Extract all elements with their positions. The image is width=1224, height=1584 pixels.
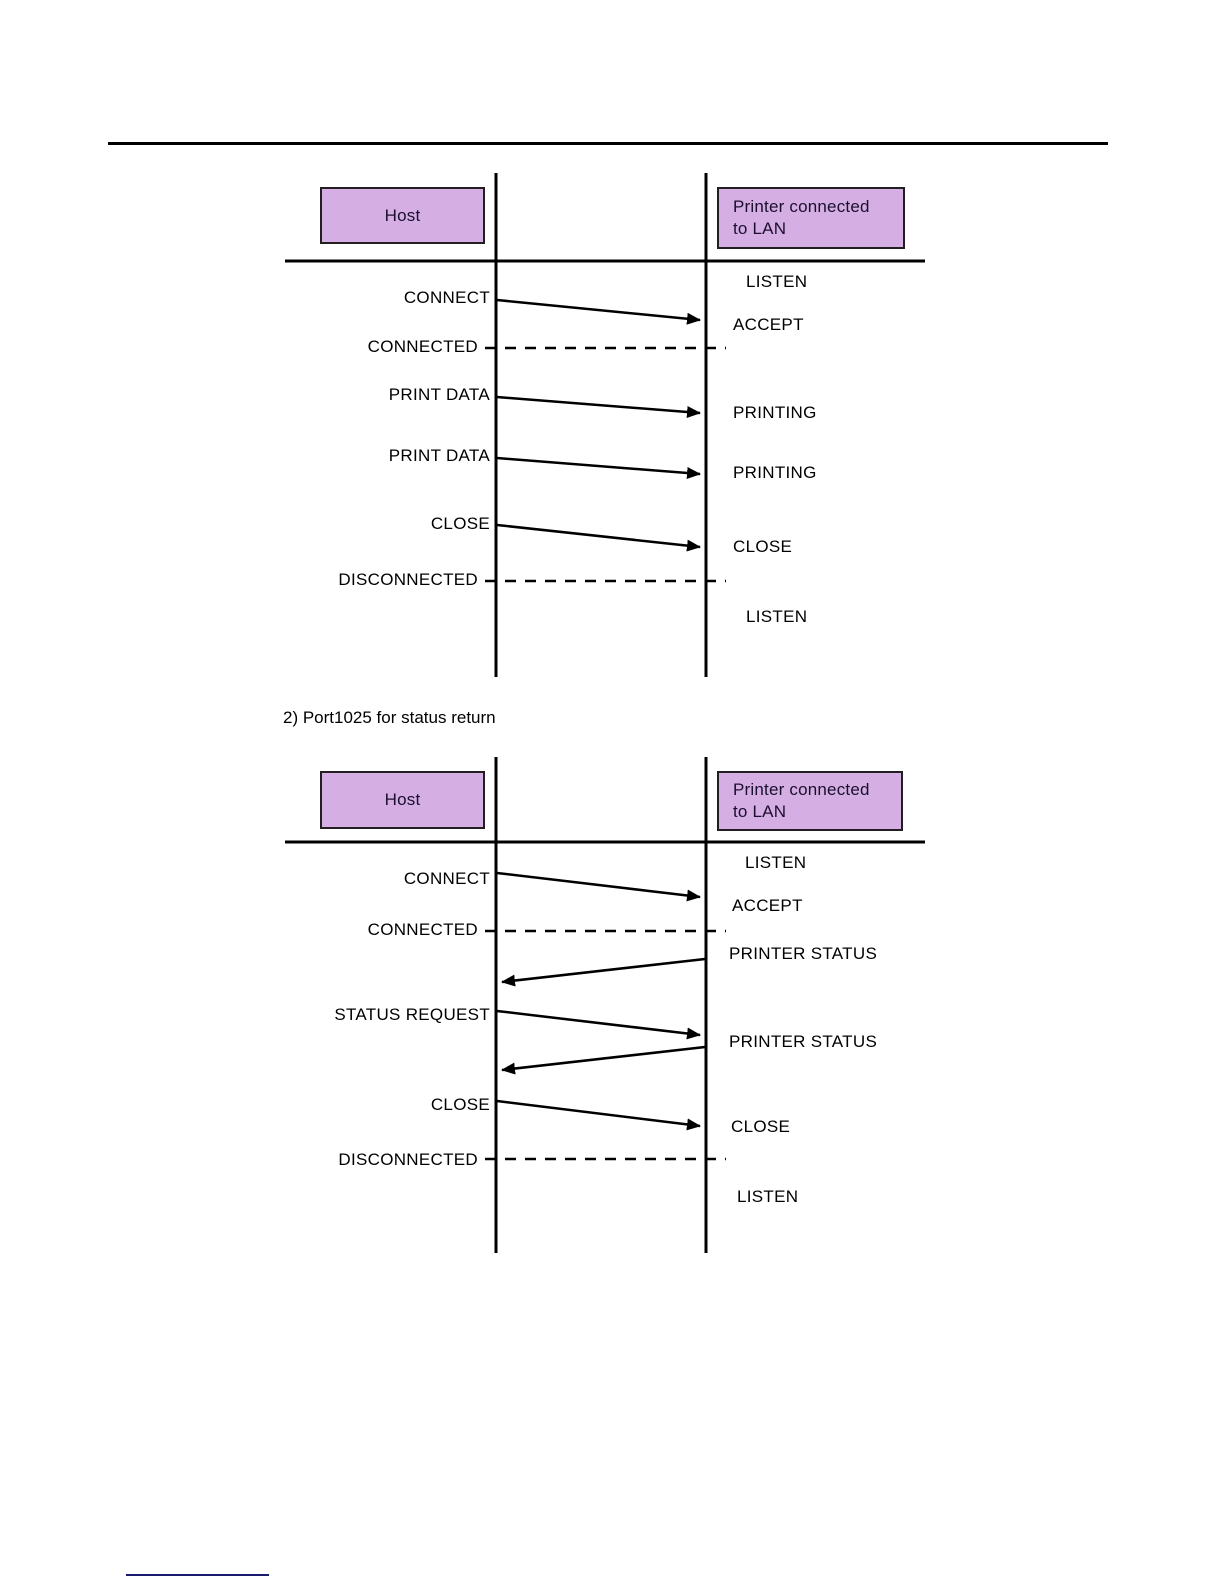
- message-label-print-data-1: PRINT DATA: [388, 385, 490, 404]
- actor-box-printer: Printer connected to LAN: [717, 771, 903, 831]
- actor-label-host: Host: [384, 790, 421, 809]
- actor-box-host: Host: [320, 187, 485, 244]
- actor-box-host: Host: [320, 771, 485, 829]
- sequence-diagram-2: Host Printer connected to LAN LISTEN ACC…: [0, 745, 1224, 1265]
- actor-label-printer: Printer connected to LAN: [733, 780, 870, 821]
- state-label-printing-1: PRINTING: [733, 403, 817, 422]
- message-arrow-connect: [496, 871, 701, 902]
- state-label-close-right: CLOSE: [733, 537, 793, 556]
- state-label-listen-2: LISTEN: [737, 1187, 799, 1206]
- message-label-connect: CONNECT: [403, 288, 490, 307]
- message-arrow-close: [496, 1099, 701, 1131]
- state-label-listen-1: LISTEN: [745, 853, 807, 872]
- header-rule: [108, 142, 1108, 145]
- state-label-connected: CONNECTED: [367, 337, 478, 356]
- actor-label-host: Host: [384, 205, 421, 225]
- state-label-close-right: CLOSE: [731, 1117, 791, 1136]
- state-label-printing-2: PRINTING: [733, 463, 817, 482]
- state-label-disconnected: DISCONNECTED: [338, 570, 478, 589]
- footnote-separator-rule: [126, 1574, 269, 1576]
- diagram-1-lines: [285, 173, 925, 677]
- state-label-accept: ACCEPT: [732, 896, 803, 915]
- state-label-accept: ACCEPT: [733, 315, 804, 334]
- state-label-printer-status-1: PRINTER STATUS: [729, 944, 878, 963]
- message-arrow-close: [496, 523, 701, 552]
- message-arrow-print-data-1: [496, 395, 701, 418]
- state-label-listen-1: LISTEN: [746, 272, 808, 291]
- state-label-listen-2: LISTEN: [746, 607, 808, 626]
- message-label-close-left: CLOSE: [430, 1095, 490, 1114]
- message-arrow-print-data-2: [496, 456, 701, 479]
- message-arrow-connect: [496, 298, 701, 325]
- diagram-2-lines: [285, 757, 925, 1253]
- sequence-diagram-1: Host Printer connected to LAN LISTEN ACC…: [0, 160, 1224, 690]
- message-label-connect: CONNECT: [403, 869, 490, 888]
- message-label-status-request: STATUS REQUEST: [334, 1005, 490, 1024]
- message-arrow-printer-status-1: [501, 957, 706, 987]
- actor-box-printer: Printer connected to LAN: [717, 187, 905, 249]
- section-caption: 2) Port1025 for status return: [283, 708, 496, 727]
- state-label-printer-status-2: PRINTER STATUS: [729, 1032, 878, 1051]
- message-arrow-status-request: [496, 1009, 701, 1040]
- state-label-disconnected: DISCONNECTED: [338, 1150, 478, 1169]
- message-label-close-left: CLOSE: [430, 514, 490, 533]
- message-label-print-data-2: PRINT DATA: [388, 446, 490, 465]
- state-label-connected: CONNECTED: [367, 920, 478, 939]
- message-arrow-printer-status-2: [501, 1045, 706, 1075]
- actor-label-printer: Printer connected to LAN: [733, 197, 870, 238]
